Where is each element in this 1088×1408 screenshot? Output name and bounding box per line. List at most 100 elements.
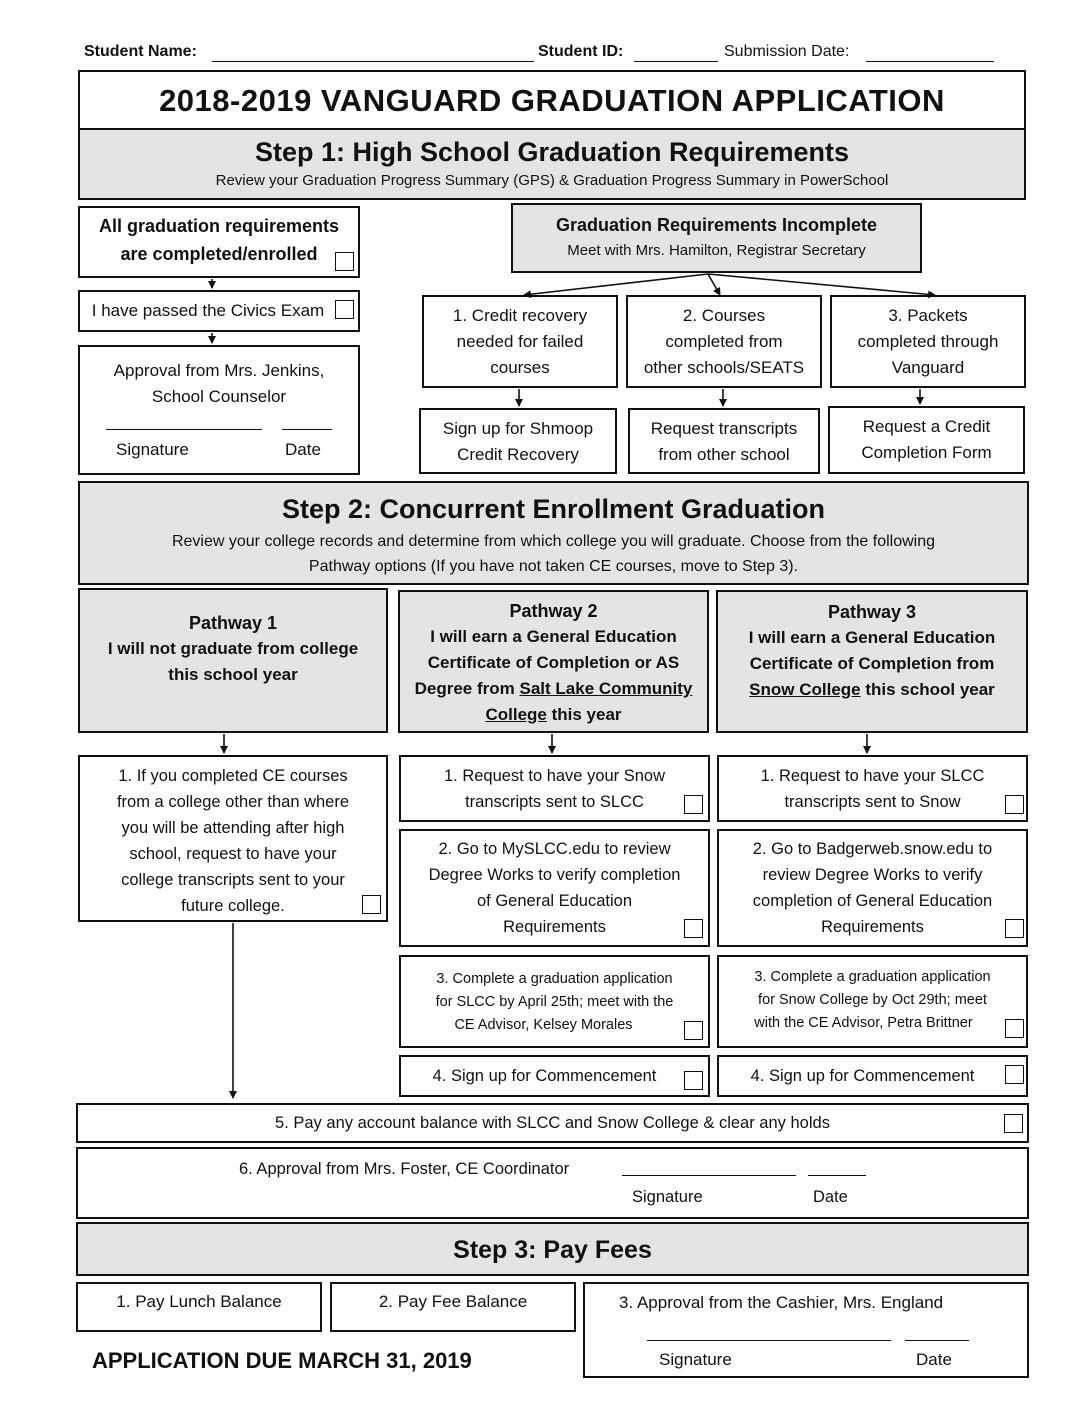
action1-line1: Sign up for Shmoop bbox=[442, 419, 594, 438]
pathway3-step2: 2. Go to Badgerweb.snow.edu to review De… bbox=[717, 829, 1028, 947]
p3-step4-checkbox[interactable] bbox=[1005, 1065, 1024, 1084]
step1-subheading: Review your Graduation Progress Summary … bbox=[215, 172, 889, 189]
cashier-approval-box: 3. Approval from the Cashier, Mrs. Engla… bbox=[583, 1282, 1029, 1378]
p3-step3-line1: 3. Complete a graduation application bbox=[754, 969, 991, 985]
option3-line1: 3. Packets bbox=[888, 306, 968, 325]
lunch-balance-box: 1. Pay Lunch Balance bbox=[76, 1282, 322, 1332]
p2-step3-line2: for SLCC by April 25th; meet with the bbox=[435, 994, 674, 1010]
p2-step1-checkbox[interactable] bbox=[684, 795, 703, 814]
civics-exam-box: I have passed the Civics Exam bbox=[78, 290, 360, 332]
p2-step3-line3: CE Advisor, Kelsey Morales bbox=[454, 1017, 633, 1033]
counselor-approval-box: Approval from Mrs. Jenkins, School Couns… bbox=[78, 345, 360, 475]
step2-heading: Step 2: Concurrent Enrollment Graduation bbox=[281, 494, 826, 524]
student-id-field[interactable] bbox=[634, 61, 718, 62]
pathway1-step1: 1. If you completed CE courses from a co… bbox=[78, 755, 388, 922]
counselor-date-line[interactable] bbox=[282, 429, 332, 430]
p3-step3-checkbox[interactable] bbox=[1005, 1019, 1024, 1038]
pathway2-slcc-link: Salt Lake Community bbox=[519, 679, 693, 698]
completed-checkbox[interactable] bbox=[335, 252, 354, 271]
student-id-label: Student ID: bbox=[538, 43, 624, 60]
action-shmoop: Sign up for Shmoop Credit Recovery bbox=[419, 408, 617, 474]
counselor-date-label: Date bbox=[285, 440, 321, 459]
pathway3-header: Pathway 3 I will earn a General Educatio… bbox=[716, 590, 1028, 733]
p1-step-line1: 1. If you completed CE courses bbox=[118, 767, 348, 785]
action2-line2: from other school bbox=[658, 445, 790, 464]
civics-exam-text: I have passed the Civics Exam bbox=[91, 301, 325, 320]
ce-date-line[interactable] bbox=[808, 1175, 866, 1176]
p3-step3-line3: with the CE Advisor, Petra Brittner bbox=[754, 1015, 973, 1031]
pathway3-line3-post: this school year bbox=[860, 680, 995, 699]
arrow-incomplete-to-option2 bbox=[707, 273, 721, 296]
ce-approval-box: 6. Approval from Mrs. Foster, CE Coordin… bbox=[76, 1147, 1029, 1219]
p3-step2-line3: completion of General Education bbox=[752, 892, 993, 910]
cashier-approval-text: 3. Approval from the Cashier, Mrs. Engla… bbox=[619, 1293, 944, 1312]
pathway3-line2: Certificate of Completion from bbox=[749, 654, 995, 673]
student-name-label: Student Name: bbox=[84, 43, 197, 60]
p2-step2-line4: Requirements bbox=[503, 918, 606, 936]
incomplete-subtitle: Meet with Mrs. Hamilton, Registrar Secre… bbox=[567, 242, 866, 259]
pay-balance-checkbox[interactable] bbox=[1004, 1114, 1023, 1133]
fee-balance-box: 2. Pay Fee Balance bbox=[330, 1282, 576, 1332]
counselor-signature-line[interactable] bbox=[106, 429, 262, 430]
action3-line2: Completion Form bbox=[861, 443, 992, 462]
counselor-approval-line2: School Counselor bbox=[151, 387, 287, 406]
arrow-incomplete-to-option3 bbox=[707, 273, 936, 299]
option-credit-recovery: 1. Credit recovery needed for failed cou… bbox=[422, 295, 618, 388]
pathway1-line2: this school year bbox=[168, 665, 298, 684]
p2-step2-line3: of General Education bbox=[476, 892, 633, 910]
option1-line2: needed for failed bbox=[456, 332, 584, 351]
action1-line2: Credit Recovery bbox=[457, 445, 579, 464]
p2-step3-checkbox[interactable] bbox=[684, 1021, 703, 1040]
p1-step-line4: school, request to have your bbox=[129, 845, 337, 863]
option-packets: 3. Packets completed through Vanguard bbox=[830, 295, 1026, 388]
p3-step2-line2: review Degree Works to verify bbox=[762, 866, 983, 884]
p3-step2-checkbox[interactable] bbox=[1005, 919, 1024, 938]
p2-step1-line2: transcripts sent to SLCC bbox=[465, 793, 644, 811]
p1-step-line3: you will be attending after high bbox=[121, 819, 345, 837]
application-due-date: APPLICATION DUE MARCH 31, 2019 bbox=[92, 1348, 472, 1373]
pathway2-line4-post: this year bbox=[546, 705, 622, 724]
submission-date-label: Submission Date: bbox=[724, 43, 850, 60]
pathway3-snow-link: Snow College bbox=[749, 680, 861, 699]
option2-line3: other schools/SEATS bbox=[643, 358, 805, 377]
pathway1-line1: I will not graduate from college bbox=[107, 639, 359, 658]
pathway2-title: Pathway 2 bbox=[509, 601, 598, 621]
requirements-completed-box: All graduation requirements are complete… bbox=[78, 206, 360, 278]
civics-checkbox[interactable] bbox=[335, 300, 354, 319]
pathway1-header: Pathway 1 I will not graduate from colle… bbox=[78, 588, 388, 733]
pathway2-step3: 3. Complete a graduation application for… bbox=[399, 955, 710, 1048]
cashier-signature-label: Signature bbox=[659, 1350, 732, 1369]
p1-step-line2: from a college other than where bbox=[116, 793, 350, 811]
cashier-date-label: Date bbox=[916, 1350, 952, 1369]
p2-step2-checkbox[interactable] bbox=[684, 919, 703, 938]
submission-date-field[interactable] bbox=[866, 61, 994, 62]
p2-step4-line1: 4. Sign up for Commencement bbox=[432, 1067, 657, 1085]
pathway3-line1: I will earn a General Education bbox=[748, 628, 996, 647]
cashier-signature-line[interactable] bbox=[647, 1340, 891, 1341]
p3-step1-checkbox[interactable] bbox=[1005, 795, 1024, 814]
page-title: 2018-2019 VANGUARD GRADUATION APPLICATIO… bbox=[78, 70, 1026, 130]
option1-line1: 1. Credit recovery bbox=[452, 306, 588, 325]
student-name-field[interactable] bbox=[212, 61, 534, 62]
p2-step3-line1: 3. Complete a graduation application bbox=[436, 971, 673, 987]
p2-step2-line1: 2. Go to MySLCC.edu to review bbox=[438, 840, 671, 858]
step2-sub-line1: Review your college records and determin… bbox=[171, 533, 936, 550]
step1-heading: Step 1: High School Graduation Requireme… bbox=[254, 137, 850, 167]
pathway2-step2: 2. Go to MySLCC.edu to review Degree Wor… bbox=[399, 829, 710, 947]
step2-sub-line2: Pathway options (If you have not taken C… bbox=[308, 558, 799, 575]
pathway2-line3-pre: Degree from bbox=[414, 679, 520, 698]
option-other-schools: 2. Courses completed from other schools/… bbox=[626, 295, 822, 388]
p2-step4-checkbox[interactable] bbox=[684, 1071, 703, 1090]
p1-step1-checkbox[interactable] bbox=[362, 895, 381, 914]
pathway2-line2: Certificate of Completion or AS bbox=[427, 653, 680, 672]
pathway2-header: Pathway 2 I will earn a General Educatio… bbox=[398, 590, 709, 733]
ce-signature-line[interactable] bbox=[622, 1175, 796, 1176]
p3-step3-line2: for Snow College by Oct 29th; meet bbox=[758, 992, 987, 1008]
ce-approval-text: 6. Approval from Mrs. Foster, CE Coordin… bbox=[239, 1160, 570, 1178]
cashier-date-line[interactable] bbox=[905, 1340, 969, 1341]
completed-line1: All graduation requirements bbox=[98, 216, 340, 236]
pathway3-step4: 4. Sign up for Commencement bbox=[717, 1055, 1028, 1097]
page-title-text: 2018-2019 VANGUARD GRADUATION APPLICATIO… bbox=[159, 83, 945, 118]
p3-step2-line1: 2. Go to Badgerweb.snow.edu to bbox=[752, 840, 993, 858]
step3-heading: Step 3: Pay Fees bbox=[453, 1236, 652, 1264]
